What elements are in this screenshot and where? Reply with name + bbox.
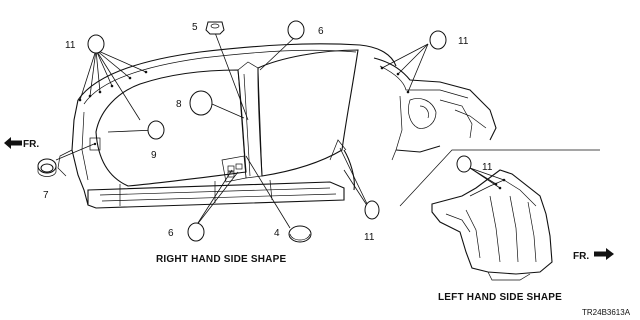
grommet-11-right: [429, 30, 447, 50]
attachment-points: [78, 66, 506, 190]
grommet-11-inset: [456, 155, 472, 173]
callout-8: 8: [176, 99, 182, 110]
caption-left-hand-side: LEFT HAND SIDE SHAPE: [438, 292, 562, 303]
grommet-11-bottom: [364, 200, 380, 220]
callout-numbers: 11 5 6 8 9 11 7 6 4 11 11: [43, 22, 493, 243]
grommet-7: [37, 158, 57, 177]
right-hand-side-body: [57, 43, 497, 209]
grommet-8: [189, 90, 213, 116]
callout-6-bottom: 6: [168, 228, 174, 239]
grommet-6-bottom: [187, 222, 205, 242]
callout-5: 5: [192, 22, 198, 33]
callout-7: 7: [43, 190, 49, 201]
front-arrow-left: FR.: [4, 137, 39, 150]
callout-4: 4: [274, 228, 280, 239]
front-label-left: FR.: [23, 139, 39, 150]
left-hand-side-body: [399, 149, 600, 281]
callout-11-left: 11: [65, 40, 76, 51]
grommet-parts: [37, 20, 472, 243]
callout-6-top: 6: [318, 26, 324, 37]
callout-11-inset: 11: [482, 162, 493, 173]
grommet-6-top: [287, 20, 305, 40]
front-label-right: FR.: [573, 251, 589, 262]
callout-11-right: 11: [458, 36, 469, 47]
callout-9: 9: [151, 150, 157, 161]
grommet-9: [147, 120, 165, 140]
caption-right-hand-side: RIGHT HAND SIDE SHAPE: [156, 254, 286, 265]
front-arrow-right: FR.: [573, 248, 614, 262]
callout-11-bottom: 11: [364, 232, 375, 243]
grommet-11-left: [87, 34, 105, 54]
grommet-4: [288, 225, 312, 243]
diagram-code: TR24B3613A: [582, 308, 631, 317]
